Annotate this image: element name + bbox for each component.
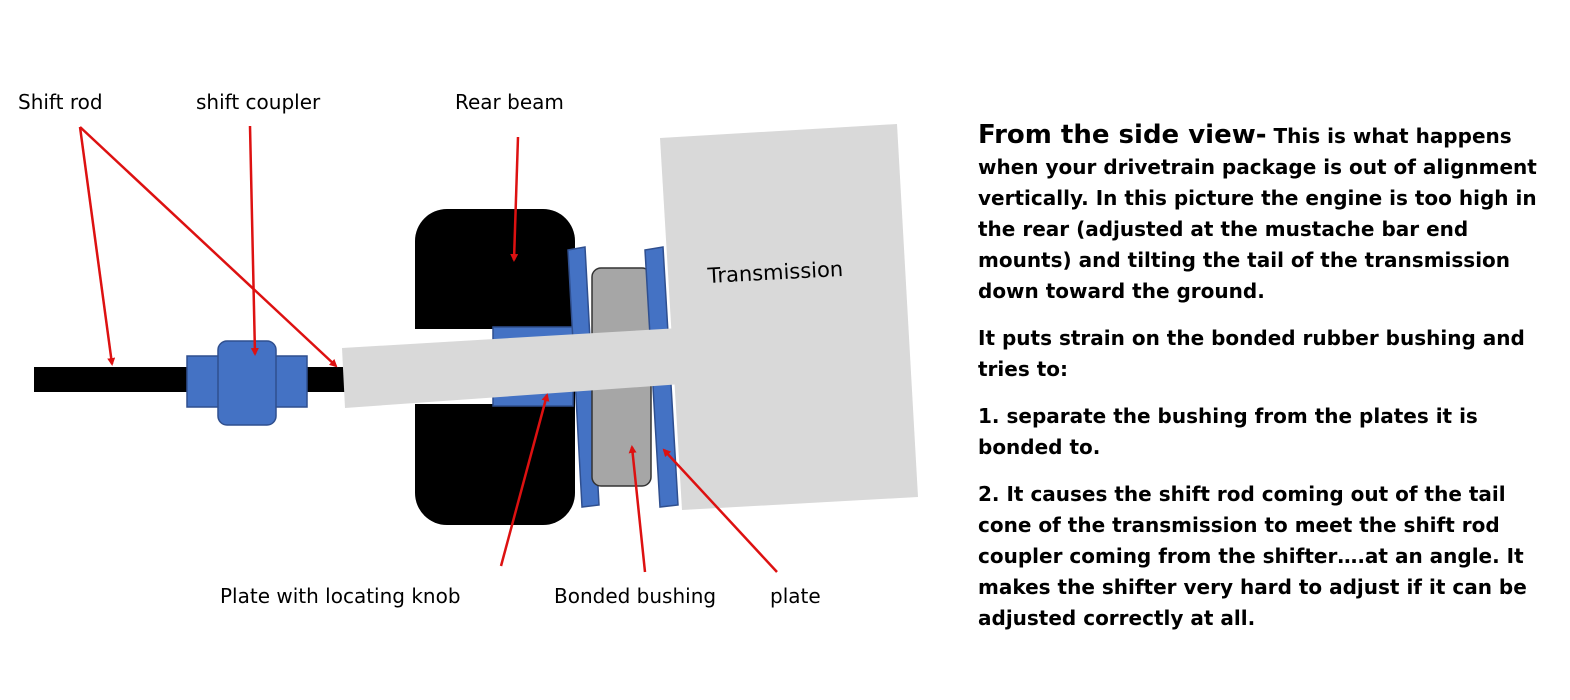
arrow-plate <box>662 448 778 573</box>
arrow-rear-beam <box>510 136 520 262</box>
explanation-p1: This is what happens when your drivetrai… <box>978 124 1537 303</box>
arrow-bonded-bushing <box>628 445 647 573</box>
drivetrain-diagram: Transmission <box>34 124 918 573</box>
label-shift-rod: Shift rod <box>18 90 103 114</box>
transmission-tail-cone <box>342 328 682 408</box>
transmission-body <box>660 124 918 510</box>
explanation-panel: From the side view- This is what happens… <box>978 120 1553 650</box>
arrow-plate-knob <box>499 393 550 567</box>
explanation-heading: From the side view- <box>978 120 1267 150</box>
arrow-shift-rod-2 <box>79 126 338 368</box>
explanation-paragraph-1: From the side view- This is what happens… <box>978 120 1553 307</box>
label-plate: plate <box>770 584 821 608</box>
explanation-p3: 1. separate the bushing from the plates … <box>978 404 1478 459</box>
shift-coupler-body <box>217 340 277 426</box>
label-bonded-bushing: Bonded bushing <box>554 584 717 608</box>
arrow-shift-coupler <box>248 125 259 356</box>
explanation-p2: It puts strain on the bonded rubber bush… <box>978 326 1525 381</box>
explanation-p4: 2. It causes the shift rod coming out of… <box>978 482 1527 630</box>
arrow-shift-rod-1 <box>78 126 116 366</box>
label-rear-beam: Rear beam <box>455 90 564 114</box>
label-shift-coupler: shift coupler <box>196 90 321 114</box>
label-plate-knob: Plate with locating knob <box>220 584 461 608</box>
